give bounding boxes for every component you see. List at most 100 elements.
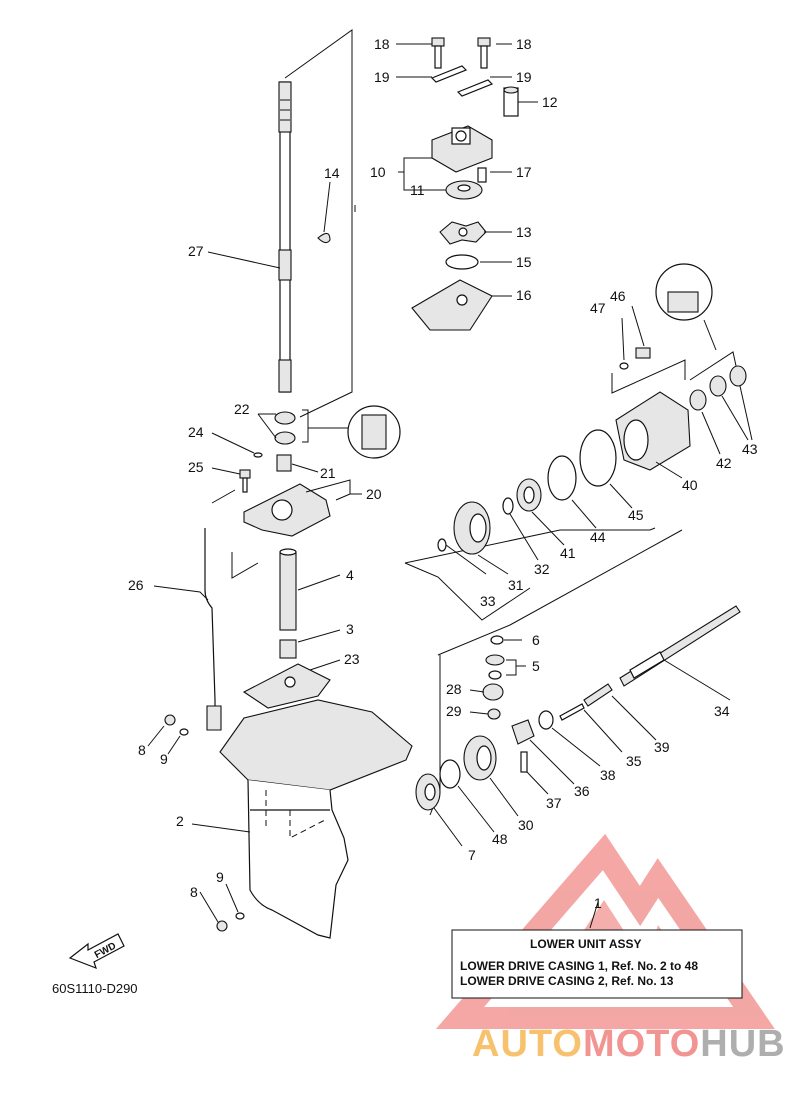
bushing-3[interactable] bbox=[279, 639, 297, 659]
label-12: 12 bbox=[542, 94, 558, 110]
svg-text:AUTOMOTOHUB: AUTOMOTOHUB bbox=[472, 1023, 786, 1065]
oil-seal-42[interactable] bbox=[689, 389, 707, 411]
cg-tool-callout-43 bbox=[655, 263, 713, 321]
label-9-lower: 9 bbox=[216, 869, 224, 885]
spring-39[interactable] bbox=[583, 683, 613, 707]
grommet-12[interactable] bbox=[503, 86, 519, 117]
forward-gear-31[interactable] bbox=[453, 501, 491, 555]
o-ring-44[interactable] bbox=[547, 455, 577, 501]
label-33: 33 bbox=[480, 593, 496, 609]
pump-pin-17[interactable] bbox=[477, 167, 487, 183]
label-8-lower: 8 bbox=[190, 884, 198, 900]
watermark-text: AUTOMOTOHUB bbox=[472, 1023, 786, 1065]
label-34: 34 bbox=[714, 703, 730, 719]
label-39: 39 bbox=[654, 739, 670, 755]
label-36: 36 bbox=[574, 783, 590, 799]
label-11: 11 bbox=[410, 182, 425, 198]
pinion-28[interactable] bbox=[482, 683, 504, 701]
assy-title: LOWER UNIT ASSY bbox=[530, 937, 642, 951]
pin-35[interactable] bbox=[559, 703, 585, 721]
sleeve-4[interactable] bbox=[279, 548, 297, 631]
label-41: 41 bbox=[560, 545, 576, 561]
cross-pin-37[interactable] bbox=[520, 751, 528, 773]
outer-plate-16[interactable] bbox=[411, 279, 493, 331]
bolt-25[interactable] bbox=[239, 469, 251, 493]
label-5: 5 bbox=[532, 658, 540, 674]
label-37: 37 bbox=[546, 795, 562, 811]
bushing-21[interactable] bbox=[276, 454, 292, 472]
washer-24[interactable] bbox=[253, 452, 263, 458]
label-15: 15 bbox=[516, 254, 532, 270]
label-3: 3 bbox=[346, 621, 354, 637]
label-23: 23 bbox=[344, 651, 360, 667]
insert-cartridge-11[interactable] bbox=[445, 180, 483, 200]
label-6: 6 bbox=[532, 632, 540, 648]
label-21: 21 bbox=[320, 465, 336, 481]
label-27: 27 bbox=[188, 243, 204, 259]
bearings-22[interactable] bbox=[274, 411, 296, 445]
washer-6[interactable] bbox=[490, 635, 504, 645]
clip-38[interactable] bbox=[538, 710, 554, 730]
drive-shaft[interactable] bbox=[278, 81, 292, 393]
label-29: 29 bbox=[446, 703, 462, 719]
fwd-arrow-icon: FWD bbox=[68, 933, 125, 970]
label-18-left: 18 bbox=[374, 36, 390, 52]
lower-casing-2[interactable] bbox=[219, 699, 413, 939]
housing-20[interactable] bbox=[243, 483, 331, 537]
bracket-19-right[interactable] bbox=[456, 79, 494, 97]
casing-bolt-8-upper[interactable] bbox=[164, 714, 176, 726]
shim-48[interactable] bbox=[439, 759, 461, 789]
washer-47[interactable] bbox=[619, 362, 629, 370]
watermark-part1: AUTO bbox=[472, 1023, 583, 1065]
dog-clutch-36[interactable] bbox=[511, 719, 535, 745]
casing-washer-9-lower[interactable] bbox=[235, 912, 245, 920]
pump-bolt-18-right[interactable] bbox=[477, 37, 491, 69]
diagram-code: 60S1110-D290 bbox=[52, 981, 138, 996]
label-48: 48 bbox=[492, 831, 508, 847]
gasket-23[interactable] bbox=[242, 663, 331, 709]
label-42: 42 bbox=[716, 455, 732, 471]
label-22: 22 bbox=[234, 401, 250, 417]
propeller-shaft-34[interactable] bbox=[619, 605, 741, 687]
label-26: 26 bbox=[128, 577, 144, 593]
o-ring-45[interactable] bbox=[579, 429, 617, 487]
label-20: 20 bbox=[366, 486, 382, 502]
label-44: 44 bbox=[590, 529, 606, 545]
label-1: 1 bbox=[594, 895, 602, 911]
bracket-19-left[interactable] bbox=[430, 65, 468, 83]
assy-line-2: LOWER DRIVE CASING 2, Ref. No. 13 bbox=[460, 974, 674, 988]
casing-washer-9-upper[interactable] bbox=[179, 728, 189, 736]
label-30: 30 bbox=[518, 817, 534, 833]
label-25: 25 bbox=[188, 459, 204, 475]
fwd-label: FWD bbox=[93, 941, 118, 961]
label-2: 2 bbox=[176, 813, 184, 829]
oil-seals-43[interactable] bbox=[709, 365, 747, 397]
o-ring-15[interactable] bbox=[445, 254, 479, 270]
propeller-shaft-housing-40[interactable] bbox=[615, 391, 691, 471]
cg-tool-callout-22 bbox=[347, 405, 401, 459]
casing-bolt-8-lower[interactable] bbox=[216, 920, 228, 932]
watermark-part2: MOTO bbox=[583, 1023, 700, 1065]
bearing-41[interactable] bbox=[516, 478, 542, 512]
label-19-left: 19 bbox=[374, 69, 390, 85]
label-16: 16 bbox=[516, 287, 532, 303]
label-40: 40 bbox=[682, 477, 698, 493]
shim-32[interactable] bbox=[502, 497, 514, 515]
bearing-5[interactable] bbox=[485, 654, 505, 680]
shim-33[interactable] bbox=[437, 538, 447, 552]
pump-bolt-18-left[interactable] bbox=[431, 37, 445, 69]
label-10: 10 bbox=[370, 164, 386, 180]
bolt-46[interactable] bbox=[635, 347, 651, 359]
label-9-upper: 9 bbox=[160, 751, 168, 767]
leader-lines bbox=[147, 43, 753, 929]
label-28: 28 bbox=[446, 681, 462, 697]
shift-rod-26[interactable] bbox=[204, 528, 222, 731]
pump-housing-10[interactable] bbox=[431, 125, 493, 173]
shaft-key-14[interactable] bbox=[317, 232, 331, 244]
nut-29[interactable] bbox=[487, 708, 501, 720]
impeller-13[interactable] bbox=[439, 221, 487, 245]
bearing-7[interactable] bbox=[415, 773, 441, 811]
reverse-gear-30[interactable] bbox=[463, 735, 497, 781]
assy-line-1: LOWER DRIVE CASING 1, Ref. No. 2 to 48 bbox=[460, 959, 698, 973]
